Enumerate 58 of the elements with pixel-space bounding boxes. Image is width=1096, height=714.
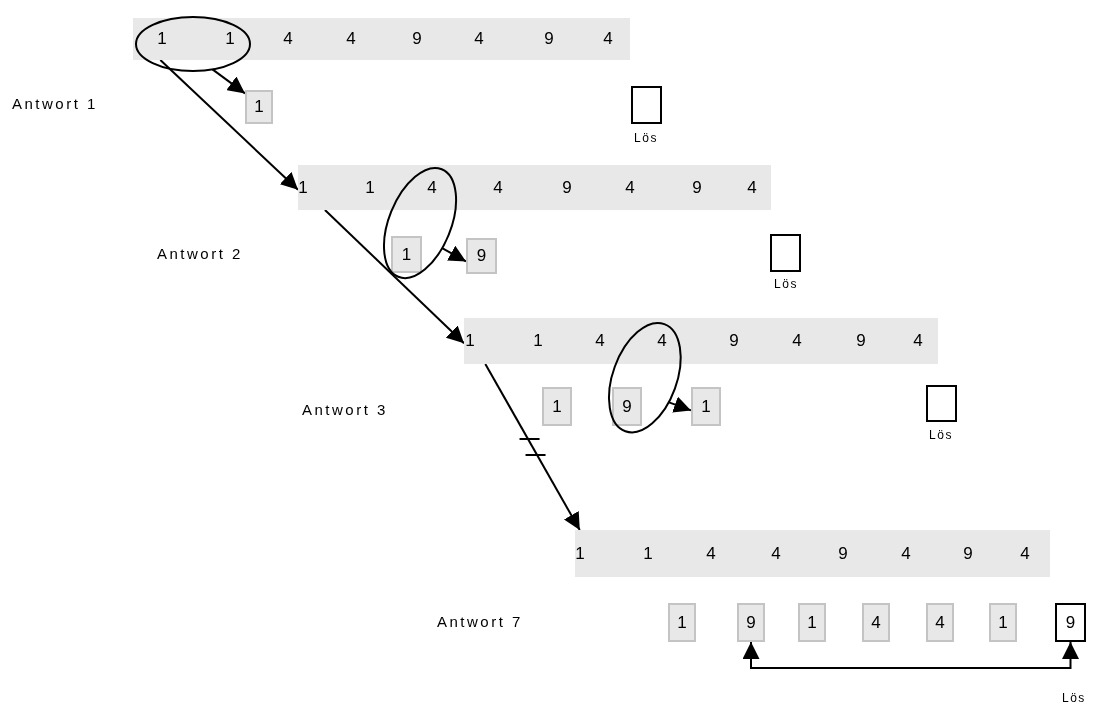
array-value: 1 bbox=[458, 331, 482, 351]
array-band bbox=[133, 18, 630, 60]
array-value: 1 bbox=[218, 29, 242, 49]
step-label: Antwort 3 bbox=[302, 401, 388, 418]
value-box: 4 bbox=[862, 603, 890, 642]
array-value: 9 bbox=[685, 177, 709, 198]
array-band bbox=[575, 530, 1050, 577]
array-value: 9 bbox=[849, 331, 873, 351]
value-box: 9 bbox=[1055, 603, 1086, 642]
array-value: 9 bbox=[956, 543, 980, 564]
array-value: 9 bbox=[405, 29, 429, 49]
array-value: 9 bbox=[555, 177, 579, 198]
empty-box bbox=[926, 385, 957, 422]
caption-text: Lös bbox=[634, 131, 658, 145]
array-value: 4 bbox=[785, 331, 809, 351]
array-value: 4 bbox=[467, 29, 491, 49]
value-box: 9 bbox=[466, 238, 497, 274]
value-box: 1 bbox=[668, 603, 696, 642]
array-value: 4 bbox=[699, 543, 723, 564]
array-value: 4 bbox=[906, 331, 930, 351]
value-box: 4 bbox=[926, 603, 954, 642]
array-value: 4 bbox=[276, 29, 300, 49]
step-label: Antwort 1 bbox=[12, 95, 98, 112]
array-value: 4 bbox=[650, 331, 674, 351]
caption-text: Lös bbox=[774, 277, 798, 291]
caption-text: Lös bbox=[929, 428, 953, 442]
array-value: 1 bbox=[291, 177, 315, 198]
array-value: 1 bbox=[358, 177, 382, 198]
array-value: 4 bbox=[894, 543, 918, 564]
array-value: 9 bbox=[537, 29, 561, 49]
value-box: 1 bbox=[691, 387, 721, 426]
array-value: 4 bbox=[339, 29, 363, 49]
step-label: Antwort 7 bbox=[437, 613, 523, 630]
array-value: 4 bbox=[740, 177, 764, 198]
array-value: 4 bbox=[486, 177, 510, 198]
value-box: 1 bbox=[542, 387, 572, 426]
array-value: 4 bbox=[618, 177, 642, 198]
array-value: 9 bbox=[722, 331, 746, 351]
array-value: 9 bbox=[831, 543, 855, 564]
array-value: 4 bbox=[764, 543, 788, 564]
array-value: 4 bbox=[420, 177, 444, 198]
value-box: 9 bbox=[737, 603, 765, 642]
step-label: Antwort 2 bbox=[157, 245, 243, 262]
array-value: 4 bbox=[1013, 543, 1037, 564]
array-value: 1 bbox=[636, 543, 660, 564]
array-value: 4 bbox=[588, 331, 612, 351]
empty-box bbox=[770, 234, 801, 272]
empty-box bbox=[631, 86, 662, 124]
array-value: 4 bbox=[596, 29, 620, 49]
array-value: 1 bbox=[568, 543, 592, 564]
array-band bbox=[464, 318, 938, 364]
caption-text: Lös bbox=[1062, 691, 1086, 705]
array-band bbox=[298, 165, 771, 210]
value-box: 1 bbox=[245, 90, 273, 124]
value-box: 1 bbox=[798, 603, 826, 642]
array-value: 1 bbox=[526, 331, 550, 351]
value-box: 1 bbox=[989, 603, 1017, 642]
array-value: 1 bbox=[150, 29, 174, 49]
